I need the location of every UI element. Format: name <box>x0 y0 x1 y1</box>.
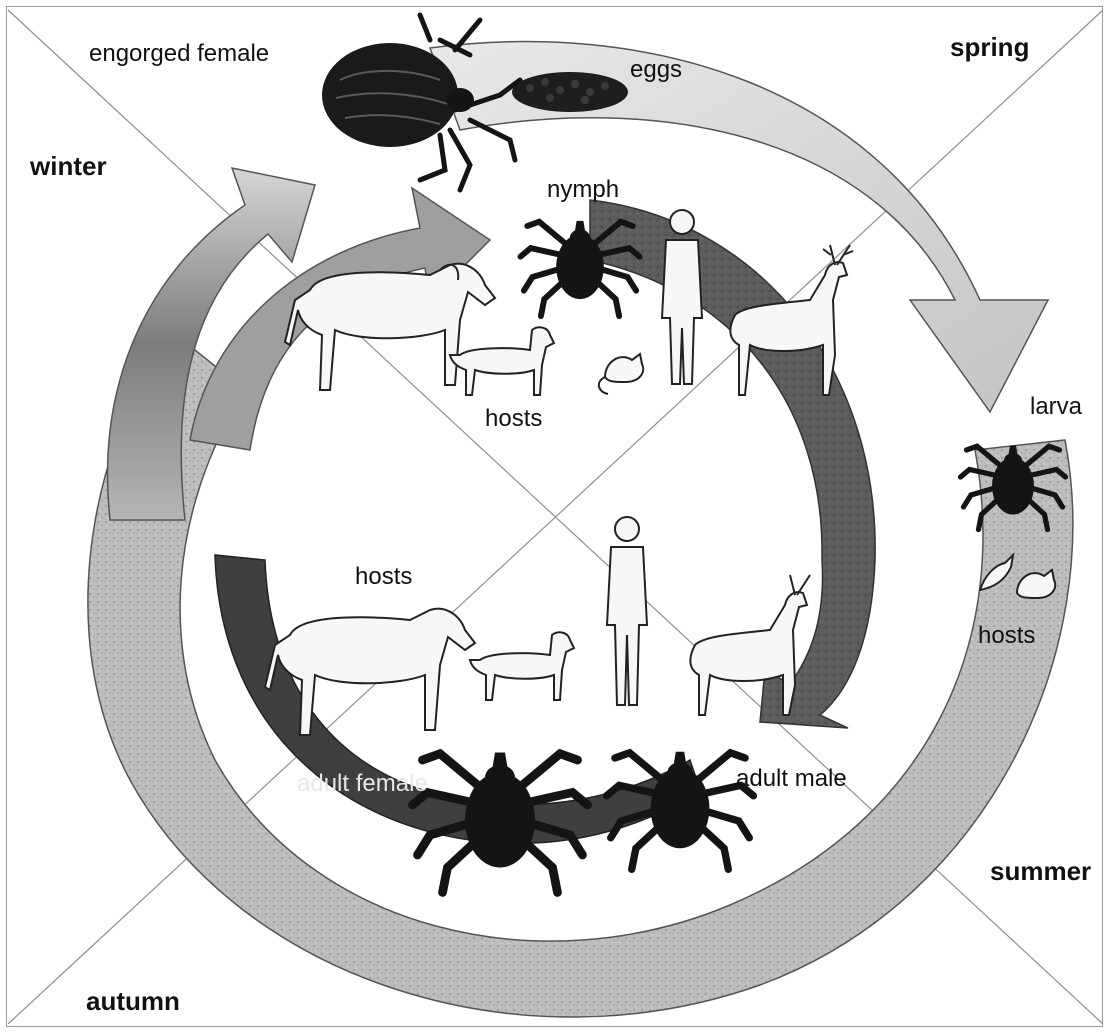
horse-icon <box>285 264 495 390</box>
season-label-summer: summer <box>990 858 1091 884</box>
dog-icon <box>450 327 554 395</box>
stage-label-eggs: eggs <box>630 58 682 82</box>
season-label-autumn: autumn <box>86 988 180 1014</box>
host-label-larva: hosts <box>978 624 1035 648</box>
stage-label-larva: larva <box>1030 395 1082 419</box>
deer-icon <box>690 575 810 715</box>
host-label-nymph: hosts <box>485 407 542 431</box>
season-label-winter: winter <box>30 153 107 179</box>
stage-label-nymph: nymph <box>547 178 619 202</box>
stage-label-engorged-female: engorged female <box>89 42 269 66</box>
mouse-icon <box>599 354 643 394</box>
host-label-adult: hosts <box>355 565 412 589</box>
eggs-icon <box>512 72 628 112</box>
season-label-spring: spring <box>950 34 1029 60</box>
dog-icon <box>470 632 574 700</box>
stage-label-adult-female: adult female <box>297 772 428 796</box>
human-icon <box>607 517 647 705</box>
stage-label-adult-male: adult male <box>736 767 847 791</box>
